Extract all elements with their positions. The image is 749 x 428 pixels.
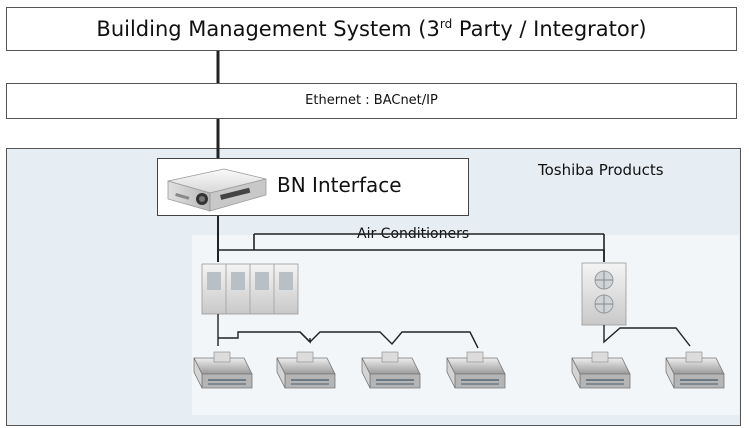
indoor-unit-6-icon <box>665 351 725 389</box>
indoor-unit-1-icon <box>193 351 253 389</box>
outdoor-unit-small-icon <box>581 262 627 326</box>
bms-label-suffix: Party / Integrator) <box>452 17 647 41</box>
bms-label-prefix: Building Management System (3 <box>96 17 440 41</box>
ethernet-label: Ethernet : BACnet/IP <box>305 93 438 108</box>
ac-network-line <box>218 249 605 262</box>
toshiba-products-label: Toshiba Products <box>538 161 664 179</box>
indoor-unit-4-icon <box>446 351 506 389</box>
bms-box: Building Management System (3rd Party / … <box>6 7 737 51</box>
bms-label-sup: rd <box>439 17 453 31</box>
indoor-unit-2-icon <box>276 351 336 389</box>
bn-interface-device-icon <box>167 168 267 212</box>
indoor-unit-5-icon <box>571 351 631 389</box>
outdoor-unit-large-icon <box>201 263 299 315</box>
indoor-unit-3-icon <box>361 351 421 389</box>
bn-interface-box: BN Interface <box>157 158 469 216</box>
ethernet-box: Ethernet : BACnet/IP <box>6 83 737 119</box>
bn-interface-label: BN Interface <box>277 173 402 197</box>
